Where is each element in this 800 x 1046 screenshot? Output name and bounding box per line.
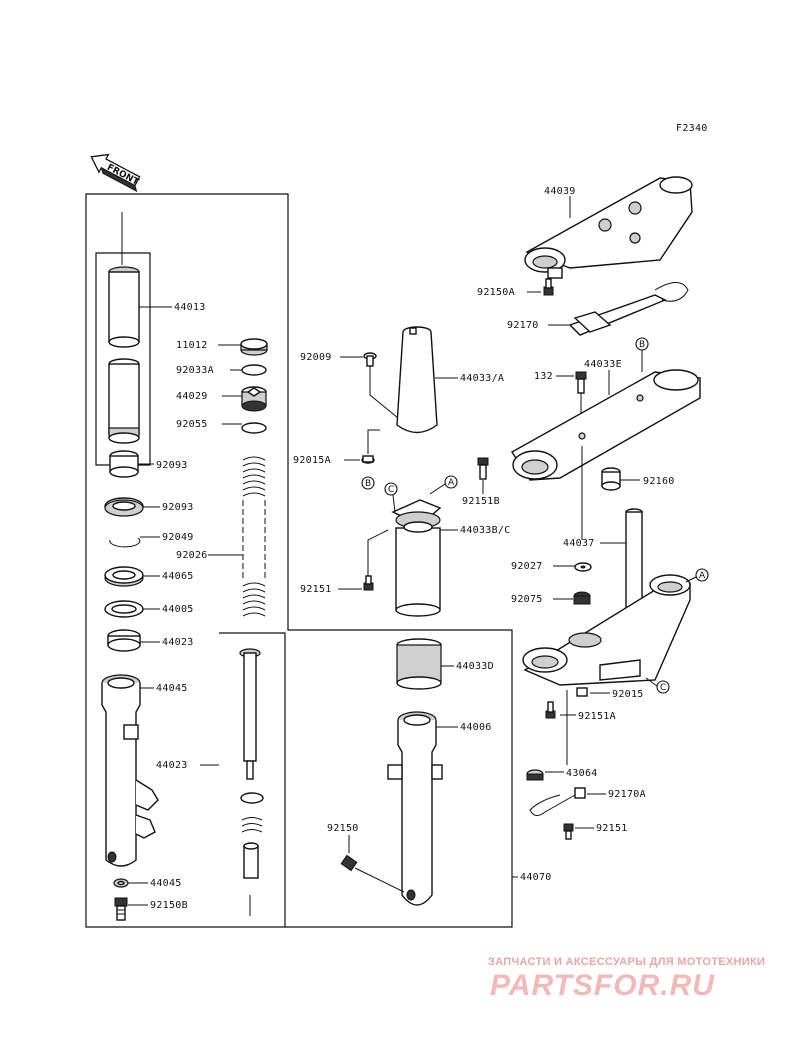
top-bracket-44039	[524, 176, 693, 279]
bumper-92160	[601, 467, 621, 491]
label-92160: 92160	[643, 476, 675, 487]
cover-44033A	[396, 326, 438, 434]
clamp-92170A	[529, 787, 586, 816]
washer-92026	[104, 600, 144, 618]
bolt-92151B	[477, 457, 489, 480]
label-92151-right: 92151	[596, 823, 628, 834]
washer-92027	[574, 562, 592, 572]
fork-damper-box	[219, 632, 286, 927]
cover-44033BC	[391, 499, 442, 617]
seal-92049	[104, 566, 144, 587]
label-44033D: 44033D	[456, 661, 494, 672]
label-92170: 92170	[507, 320, 539, 331]
bolt-132	[575, 371, 587, 394]
label-44039: 44039	[544, 186, 576, 197]
seal-92093	[104, 497, 144, 517]
label-44065: 44023	[162, 637, 194, 648]
label-44029: 44029	[176, 391, 208, 402]
grommet-43064	[526, 769, 544, 781]
label-44006: 44006	[460, 722, 492, 733]
callout-B-right: B	[639, 340, 645, 350]
inner-tube-44013	[108, 212, 140, 444]
label-92151A: 92151A	[578, 711, 616, 722]
label-44033A: 44033/A	[460, 373, 504, 384]
label-92150A: 92150A	[477, 287, 515, 298]
label-92049: 44065	[162, 571, 194, 582]
cap-11012	[240, 338, 268, 356]
label-11012: 11012	[176, 340, 208, 351]
bolt-92151A	[545, 701, 556, 719]
label-92150: 92150	[327, 823, 359, 834]
label-43064: 43064	[566, 768, 598, 779]
label-44070: 44070	[520, 872, 552, 883]
label-44023: 44023	[156, 760, 188, 771]
nut-92015A	[361, 455, 375, 464]
label-92027: 92027	[511, 561, 543, 572]
label-44033BC: 44033B/C	[460, 525, 511, 536]
callout-C-right: C	[660, 683, 666, 693]
label-92151-center: 92151	[300, 584, 332, 595]
damper-rod-44023	[239, 648, 264, 916]
fork-assembly-box-left	[85, 193, 513, 928]
label-44045: 44045	[150, 878, 182, 889]
outer-tube-44005	[101, 674, 159, 867]
label-44037: 44037	[563, 538, 595, 549]
callout-A-right: A	[699, 571, 706, 581]
steering-stem-44037	[522, 508, 691, 686]
label-132: 132	[534, 371, 553, 382]
label-92033A: 92033A	[176, 365, 214, 376]
adjuster-44029	[241, 386, 267, 412]
label-44065A: 92093	[156, 460, 188, 471]
diagram-code: F2340	[676, 123, 708, 134]
circlip-92033	[109, 537, 141, 548]
bolt-92150A	[543, 278, 554, 296]
guide-44033D	[396, 638, 442, 690]
callout-C-center: C	[388, 485, 394, 495]
label-44033E: 44033E	[584, 359, 622, 370]
spring-44026	[242, 456, 266, 617]
label-92033: 92049	[162, 532, 194, 543]
label-92093: 92093	[162, 502, 194, 513]
label-44026: 92026	[176, 550, 208, 561]
label-92150B: 92150B	[150, 900, 188, 911]
callout-B-left: B	[365, 479, 371, 489]
front-arrow-icon: FRONT	[90, 153, 141, 193]
label-92055: 92055	[176, 419, 208, 430]
nut-92015	[576, 687, 588, 697]
label-92075: 92075	[511, 594, 543, 605]
bushing-44065A	[109, 450, 139, 478]
bolt-92150	[340, 854, 405, 893]
callout-A-center: A	[448, 478, 455, 488]
clamp-92170	[568, 282, 689, 336]
bolt-92151-right	[563, 823, 574, 840]
label-92170A: 92170A	[608, 789, 646, 800]
inner-box	[95, 252, 151, 466]
ring-92033A	[241, 364, 267, 376]
bracket-44033E	[511, 369, 701, 481]
washer-44045	[113, 878, 129, 888]
bolt-92150B	[114, 897, 128, 921]
screw-92009	[363, 352, 377, 367]
watermark-logo: PARTSFOR.RU	[490, 969, 715, 1002]
bushing-92075	[573, 591, 591, 605]
bolt-92151-center	[363, 575, 374, 591]
oring-92055	[241, 422, 267, 434]
label-92015A: 92015A	[293, 455, 331, 466]
label-92026: 44005	[162, 604, 194, 615]
watermark-tagline: ЗАПЧАСТИ И АКСЕССУАРЫ ДЛЯ МОТОТЕХНИКИ	[488, 956, 765, 968]
label-92151B: 92151B	[462, 496, 500, 507]
label-92015: 92015	[612, 689, 644, 700]
outer-tube-44006	[387, 711, 443, 906]
bushing-44065	[107, 629, 141, 652]
label-44013: 44013	[174, 302, 206, 313]
label-92009: 92009	[300, 352, 332, 363]
label-44005: 44045	[156, 683, 188, 694]
